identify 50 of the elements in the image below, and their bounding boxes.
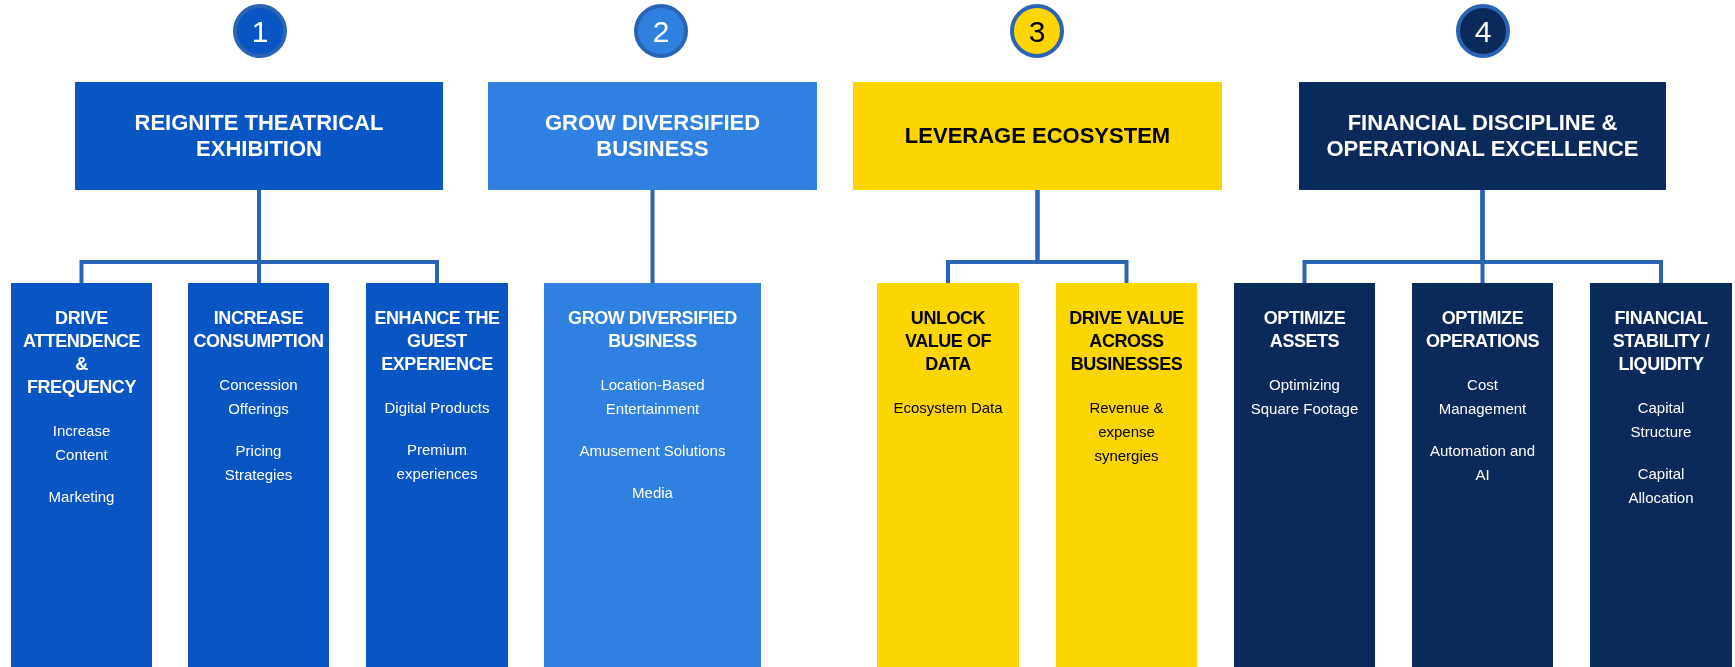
number-badge: 4 <box>1456 4 1510 58</box>
initiative-heading: OPTIMIZE ASSETS <box>1262 307 1347 353</box>
initiative-item: Pricing Strategies <box>223 441 294 485</box>
initiative-item: Marketing <box>47 487 116 507</box>
initiative-box <box>1590 283 1732 667</box>
initiative-item: Amusement Solutions <box>578 441 727 461</box>
pillar-box <box>1299 82 1666 190</box>
initiative-box <box>1234 283 1375 667</box>
initiative-item: Increase Content <box>51 421 112 465</box>
initiative-item: Media <box>631 483 674 503</box>
pillar-box <box>488 82 817 190</box>
number-badge: 2 <box>634 4 688 58</box>
initiative-heading: DRIVE ATTENDENCE & FREQUENCY <box>21 307 142 399</box>
pillar-title: REIGNITE THEATRICAL EXHIBITION <box>133 110 385 162</box>
initiative-item: Location-Based Entertainment <box>599 375 706 419</box>
initiative-item: Premium experiences <box>395 440 479 484</box>
connector-line <box>1480 190 1663 283</box>
initiative-heading: OPTIMIZE OPERATIONS <box>1424 307 1541 353</box>
initiative-item: Cost Management <box>1437 375 1528 419</box>
initiative-box <box>544 283 761 667</box>
pillar-title: LEVERAGE ECOSYSTEM <box>904 123 1171 149</box>
number-badge: 1 <box>233 4 287 58</box>
initiative-item: Concession Offerings <box>218 375 299 419</box>
pillar-box <box>853 82 1222 190</box>
initiative-heading: GROW DIVERSIFIED BUSINESS <box>567 307 738 353</box>
initiative-item: Automation and AI <box>1428 441 1537 485</box>
initiative-box <box>1056 283 1197 667</box>
initiative-item: Digital Products <box>383 398 491 418</box>
connector-line <box>650 190 655 283</box>
initiative-heading: FINANCIAL STABILITY / LIQUIDITY <box>1611 307 1711 376</box>
initiative-heading: DRIVE VALUE ACROSS BUSINESSES <box>1068 307 1185 376</box>
initiative-box <box>877 283 1019 667</box>
pillar-title: GROW DIVERSIFIED BUSINESS <box>543 110 762 162</box>
initiative-item: Capital Allocation <box>1627 464 1695 508</box>
initiative-box <box>1412 283 1553 667</box>
initiative-item: Revenue & expense synergies <box>1088 398 1165 466</box>
initiative-item: Ecosystem Data <box>892 398 1004 418</box>
initiative-heading: ENHANCE THE GUEST EXPERIENCE <box>374 307 500 376</box>
initiative-heading: UNLOCK VALUE OF DATA <box>903 307 993 376</box>
connector-line <box>257 190 439 283</box>
initiative-box <box>11 283 152 667</box>
initiative-item: Capital Structure <box>1629 398 1693 442</box>
number-badge: 3 <box>1010 4 1064 58</box>
initiative-box <box>188 283 329 667</box>
pillar-box <box>75 82 443 190</box>
pillar-title: FINANCIAL DISCIPLINE & OPERATIONAL EXCELLENCE <box>1325 110 1640 162</box>
connector-line <box>1035 190 1129 283</box>
initiative-heading: INCREASE CONSUMPTION <box>193 307 324 353</box>
initiative-item: Optimizing Square Footage <box>1249 375 1360 419</box>
initiative-box <box>366 283 508 667</box>
